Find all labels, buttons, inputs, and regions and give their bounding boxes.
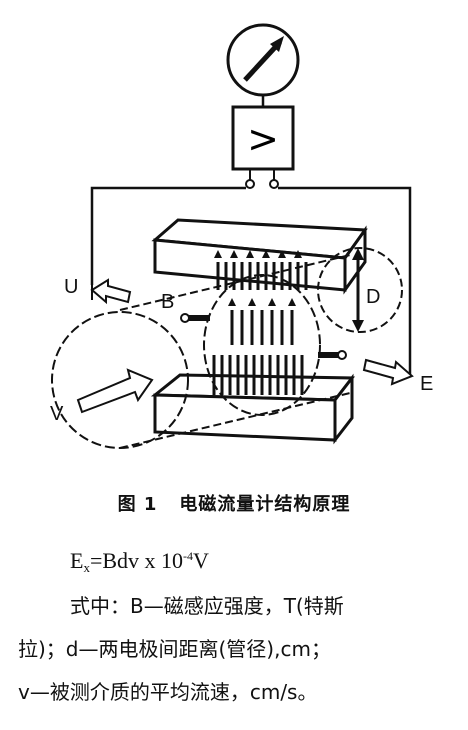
amplifier-symbol: >	[247, 117, 279, 161]
text-line-1: 式中：B—磁感应强度，T(特斯	[70, 594, 344, 618]
terminal-left	[245, 179, 255, 189]
arrow-icon-u	[90, 278, 132, 305]
label-d: D	[366, 286, 380, 308]
amplifier-icon	[231, 105, 295, 171]
formula-exponent: -4	[183, 549, 194, 563]
terminal-right	[269, 179, 279, 189]
magnetic-field-lines	[212, 262, 308, 395]
wire-left	[90, 186, 246, 285]
pipe-icon	[51, 247, 403, 449]
formula-unit: V	[193, 548, 209, 573]
figure-title: 电磁流量计结构原理	[179, 494, 351, 515]
label-v: V	[50, 403, 64, 425]
formula-lhs: E	[70, 548, 84, 573]
diameter-marker	[352, 248, 364, 332]
figure-number: 图 1	[117, 494, 158, 515]
upper-magnet-icon	[151, 218, 368, 295]
field-arrowheads	[214, 250, 302, 306]
arrow-icon-v	[76, 368, 154, 414]
formula: Ex=Bdv x 10-4V	[70, 548, 209, 576]
label-u: U	[64, 276, 78, 298]
arrow-icon-e	[362, 358, 414, 386]
text-line-2: 拉)；d—两电极间距离(管径),cm；	[18, 637, 331, 661]
meter-icon	[226, 23, 300, 97]
figure-caption: 图 1 电磁流量计结构原理	[0, 490, 468, 516]
formula-lhs-sub: x	[83, 560, 90, 575]
flowmeter-diagram: >	[50, 23, 433, 449]
label-e: E	[420, 373, 433, 395]
label-b: B	[161, 291, 174, 313]
text-line-3: v—被测介质的平均流速，cm/s。	[18, 680, 318, 704]
formula-rhs: =Bdv x 10	[89, 548, 184, 573]
wire-right	[278, 186, 412, 375]
electrode-icon	[91, 285, 347, 360]
